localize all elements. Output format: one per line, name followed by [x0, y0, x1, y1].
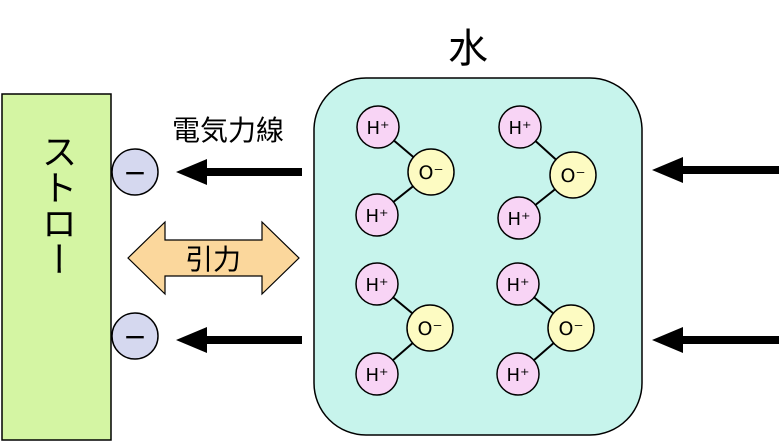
field-line-label: 電気力線 — [172, 114, 284, 147]
hydrogen-atom — [355, 193, 399, 237]
water-title: 水 — [448, 26, 488, 72]
field-line-arrow-top-left — [176, 159, 302, 185]
field-line-arrow-bottom-right — [652, 327, 779, 353]
straw: ストロー — [1, 93, 112, 441]
hydrogen-atom — [355, 262, 399, 306]
hydrogen-atom — [355, 352, 399, 396]
water-molecule: O⁻ H⁺ H⁺ — [355, 262, 454, 396]
oxygen-atom — [547, 304, 595, 352]
oxygen-atom — [406, 304, 454, 352]
water-molecule: O⁻ H⁺ H⁺ — [355, 105, 455, 237]
hydrogen-label: H⁺ — [365, 206, 388, 227]
negative-charge-bottom: − — [111, 312, 159, 360]
negative-charge-circle — [111, 148, 159, 196]
double-arrow-shape — [127, 220, 300, 296]
negative-charge-top: − — [111, 148, 159, 196]
field-line-arrow-top-right — [652, 157, 779, 183]
oxygen-atom — [549, 151, 597, 199]
oxygen-label: O⁻ — [559, 318, 584, 340]
attraction-arrow: 引力 — [127, 220, 300, 296]
oxygen-label: O⁻ — [419, 162, 444, 184]
negative-charge-sign: − — [123, 156, 146, 189]
water-molecule: O⁻ H⁺ H⁺ — [496, 262, 595, 396]
negative-charge-sign: − — [123, 320, 146, 353]
hydrogen-label: H⁺ — [366, 118, 389, 139]
hydrogen-label: H⁺ — [507, 209, 530, 230]
oxygen-atom — [407, 148, 455, 196]
attraction-label: 引力 — [185, 243, 241, 276]
hydrogen-label: H⁺ — [506, 275, 529, 296]
hydrogen-atom — [498, 105, 542, 149]
water-molecule: O⁻ H⁺ H⁺ — [497, 105, 597, 240]
hydrogen-atom — [497, 196, 541, 240]
field-line-arrow-bottom-left — [176, 327, 302, 353]
hydrogen-atom — [356, 105, 400, 149]
hydrogen-label: H⁺ — [365, 275, 388, 296]
negative-charge-circle — [111, 312, 159, 360]
hydrogen-atom — [496, 352, 540, 396]
hydrogen-atom — [496, 262, 540, 306]
oxygen-label: O⁻ — [561, 165, 586, 187]
straw-body — [1, 93, 112, 441]
straw-label: ストロー — [36, 133, 77, 277]
hydrogen-label: H⁺ — [365, 365, 388, 386]
hydrogen-label: H⁺ — [508, 118, 531, 139]
oxygen-label: O⁻ — [418, 318, 443, 340]
hydrogen-label: H⁺ — [506, 365, 529, 386]
